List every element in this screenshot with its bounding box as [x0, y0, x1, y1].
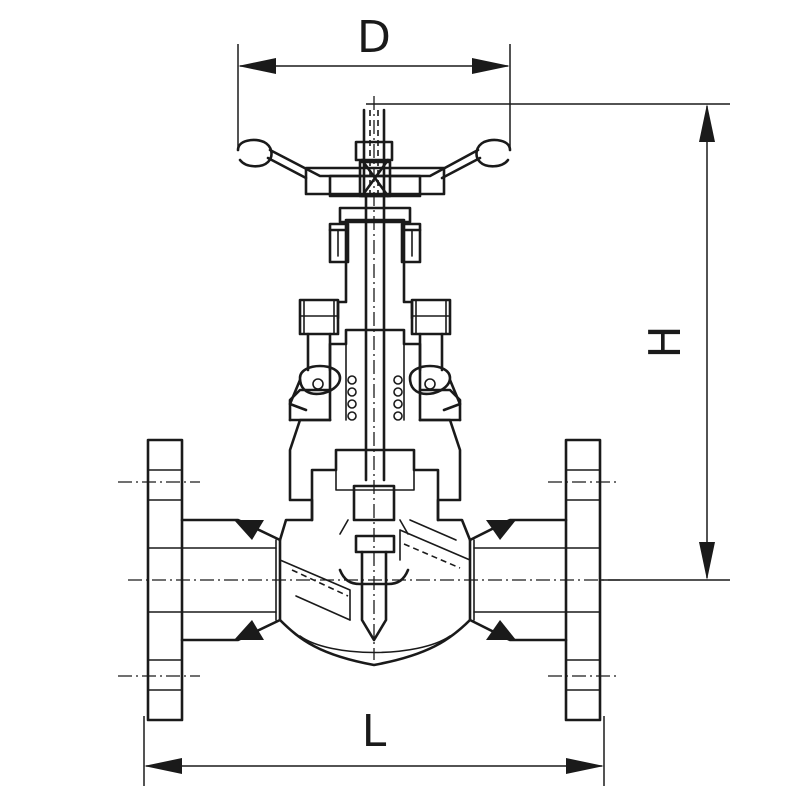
valve-body — [278, 418, 472, 667]
left-eye-bolt — [288, 298, 342, 412]
right-eye-bolt — [408, 298, 462, 412]
weld-bead-icon — [486, 620, 516, 640]
arrowhead-right — [472, 58, 510, 74]
dimension-label-l: L — [362, 706, 387, 757]
arrowhead-right — [566, 758, 604, 774]
arrowhead-bottom — [699, 542, 715, 580]
bonnet — [288, 328, 462, 422]
weld-bead-icon — [234, 620, 264, 640]
dimension-d: D — [237, 12, 511, 150]
yoke — [328, 206, 422, 320]
left-flange — [118, 438, 282, 722]
arrowhead-left — [144, 758, 182, 774]
dimension-l: L — [143, 706, 605, 786]
dimension-h: H — [366, 103, 730, 581]
dimension-label-h: H — [640, 325, 691, 358]
weld-bead-icon — [486, 520, 516, 540]
arrowhead-left — [238, 58, 276, 74]
dimension-label-d: D — [357, 12, 391, 63]
handwheel — [236, 138, 512, 198]
packing-rings — [347, 375, 403, 421]
weld-bead-icon — [234, 520, 264, 540]
arrowhead-top — [699, 104, 715, 142]
